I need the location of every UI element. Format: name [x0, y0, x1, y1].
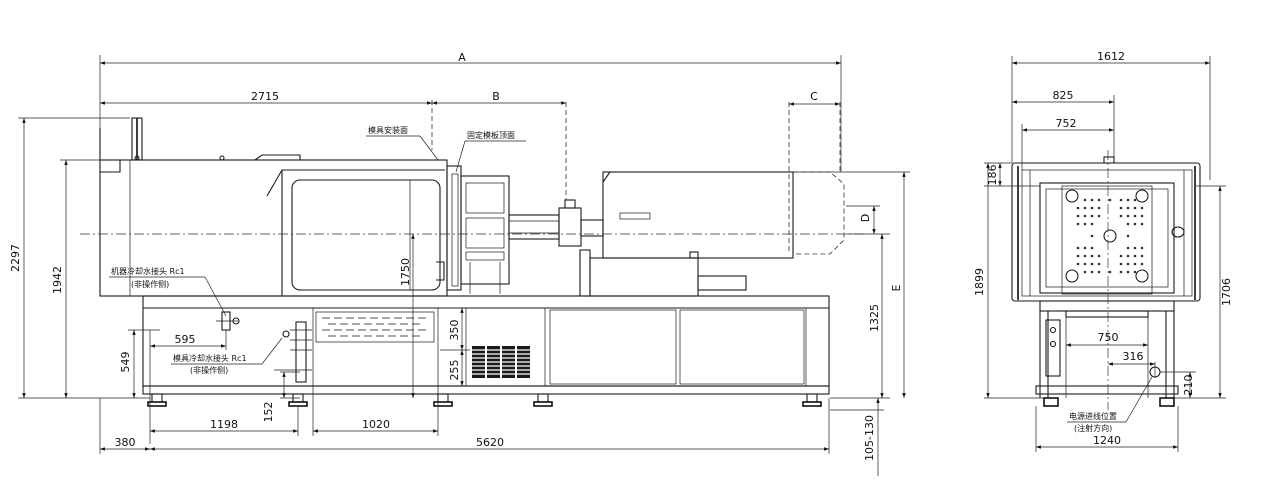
dim-595-label: 595: [175, 333, 196, 346]
dim-1942: 1942: [51, 159, 100, 398]
dim-1899-label: 1899: [973, 268, 986, 296]
dim-316: 316: [1108, 350, 1156, 378]
power-entry-label-1: 电源进线位置: [1069, 411, 1117, 421]
dim-1750-label: 1750: [399, 258, 412, 286]
dim-549-label: 549: [119, 352, 132, 373]
clamp-unit: [99, 117, 462, 297]
dim-1020: 1020: [312, 386, 439, 436]
dim-D: D: [846, 205, 880, 234]
machine-base: [142, 295, 830, 395]
machine-cooling-label-2: (非操作侧): [131, 279, 169, 289]
dim-1240-label: 1240: [1093, 434, 1121, 447]
dim-2715: 2715: [100, 90, 432, 105]
vent-grille: [472, 346, 530, 378]
dim-152-label: 152: [262, 402, 275, 423]
callout-mold-mount-face: 模具安装面: [366, 125, 439, 161]
end-base: [1035, 300, 1179, 407]
dim-825-label: 825: [1053, 89, 1074, 102]
dim-1198-label: 1198: [210, 418, 238, 431]
dim-1325: 1325: [830, 233, 890, 399]
dim-1198: 1198: [150, 406, 299, 436]
dim-1750: 1750: [399, 234, 415, 398]
cooling-water-connectors: [216, 311, 312, 383]
dim-752: 752: [1021, 117, 1114, 170]
dim-255-label: 255: [448, 360, 461, 381]
injection-unit: [579, 171, 845, 297]
dim-1612-label: 1612: [1097, 50, 1125, 63]
dim-2297-label: 2297: [9, 244, 22, 272]
machine-cooling-label-1: 机器冷却水接头 Rc1: [111, 266, 185, 276]
dim-B: B: [432, 90, 566, 105]
dim-210-label: 210: [1182, 375, 1195, 396]
dim-825: 825: [1012, 89, 1115, 157]
dim-C-label: C: [810, 90, 818, 103]
dim-1612: 1612: [1011, 50, 1211, 180]
dim-152: 152: [262, 371, 300, 423]
mold-area: [460, 175, 604, 294]
dim-1706-label: 1706: [1220, 278, 1233, 306]
dim-E: E: [793, 171, 910, 398]
platen-hole-pattern: [1061, 185, 1185, 295]
dim-350: 350: [440, 307, 470, 351]
dim-255: 255: [448, 350, 464, 386]
dim-1942-label: 1942: [51, 266, 64, 294]
dim-A: A: [99, 51, 842, 172]
dim-750-label: 750: [1098, 331, 1119, 344]
power-entry-label-2: (注射方向): [1074, 423, 1112, 433]
dim-380-label: 380: [115, 436, 136, 449]
dim-1899: 1899: [973, 163, 1044, 399]
dim-380: 380: [99, 398, 150, 454]
dim-1240: 1240: [1035, 406, 1179, 452]
callout-machine-cooling: 机器冷却水接头 Rc1 (非操作侧): [109, 266, 227, 317]
control-cabinet: [315, 311, 530, 378]
dim-5620-label: 5620: [476, 436, 504, 449]
dim-A-label: A: [458, 51, 466, 64]
dim-549: 549: [119, 329, 160, 398]
dim-5620: 5620: [150, 398, 830, 454]
dim-C: C: [789, 90, 840, 106]
dim-1325-label: 1325: [868, 304, 881, 332]
dim-2297: 2297: [9, 117, 150, 399]
side-view: A 2715 B C 模具安装面 固定模板顶面: [9, 51, 910, 476]
callout-power-entry: 电源进线位置 (注射方向): [1067, 376, 1153, 433]
dim-B-label: B: [492, 90, 500, 103]
dim-316-label: 316: [1123, 350, 1144, 363]
dim-E-label: E: [890, 284, 903, 291]
mold-mount-face-label: 模具安装面: [368, 125, 408, 135]
end-view: 1612 825 752 186 1899 17: [973, 50, 1233, 452]
callout-mold-cooling: 模具冷却水接头 Rc1 (非操作侧): [171, 337, 283, 375]
dim-1706: 1706: [1174, 185, 1233, 399]
callout-fixed-platen-face: 固定模板顶面: [455, 130, 526, 173]
dim-752-label: 752: [1056, 117, 1077, 130]
dim-1020-label: 1020: [362, 418, 390, 431]
dim-D-label: D: [859, 214, 872, 222]
end-frame: [1011, 156, 1201, 302]
mold-cooling-label-1: 模具冷却水接头 Rc1: [173, 353, 247, 363]
dim-2715-label: 2715: [251, 90, 279, 103]
dim-750: 750: [1066, 331, 1148, 347]
dim-350-label: 350: [448, 320, 461, 341]
dim-105-130-label: 105-130: [863, 415, 876, 461]
dim-105-130: 105-130: [830, 398, 884, 476]
dim-210: 210: [1160, 371, 1196, 398]
mold-cooling-label-2: (非操作侧): [190, 365, 228, 375]
leveling-feet: [147, 393, 822, 407]
fixed-platen-face-label: 固定模板顶面: [467, 130, 515, 140]
dim-595: 595: [149, 330, 227, 444]
